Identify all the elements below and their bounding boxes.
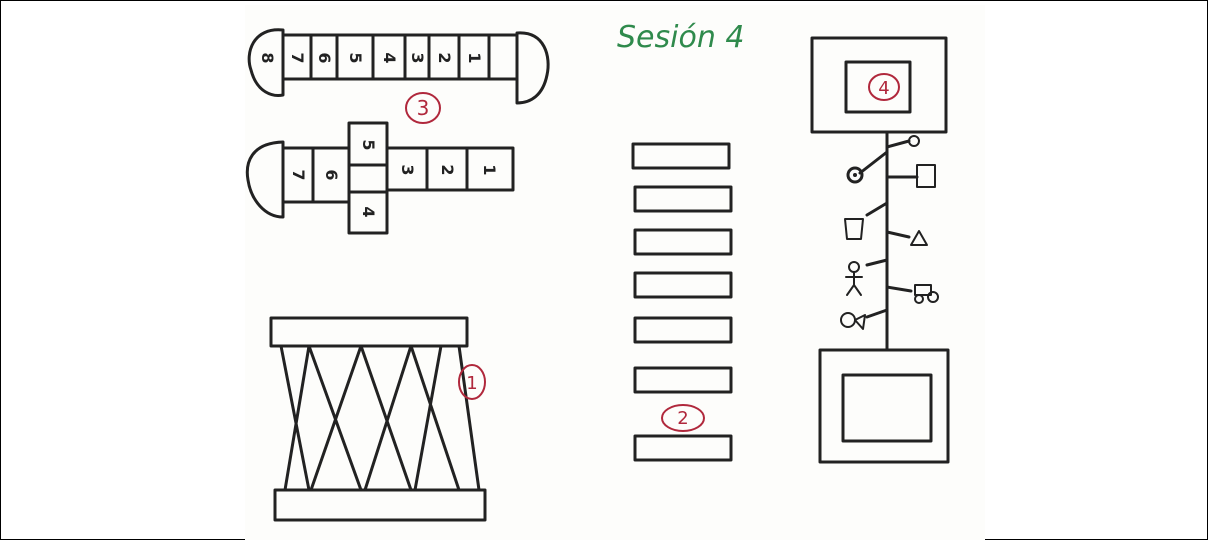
marker-3: 3	[417, 96, 430, 120]
hopscotch-cross-cap	[245, 140, 285, 219]
hop-cross-number: 5	[359, 139, 378, 150]
rung-ladder: 2	[631, 142, 733, 462]
marker-1-circle	[458, 364, 486, 400]
hop-cell-number: 6	[315, 52, 334, 63]
hopscotch-linear-body	[281, 33, 519, 81]
frame-top-bar	[269, 316, 469, 348]
marker-3-circle	[405, 92, 441, 124]
hop-cell-number: 7	[288, 52, 307, 63]
frame-bottom-bar	[273, 488, 487, 522]
hop-cross-number: 1	[480, 164, 499, 175]
rung	[633, 228, 733, 256]
hop-cell-number: 5	[346, 52, 365, 63]
hop-cell-number: 3	[408, 52, 427, 63]
session-title: Sesión 4	[617, 20, 744, 55]
hop-cross-number: 3	[398, 164, 417, 175]
ring-icon	[846, 166, 864, 184]
bottom-platform-inner	[841, 373, 933, 443]
hopscotch-cross: 7 6 5 3 4 2 1	[245, 121, 515, 235]
top-platform	[810, 36, 948, 134]
rung	[633, 434, 733, 462]
hopscotch-right-cap	[515, 31, 550, 105]
hop-cell-number: 8	[258, 52, 277, 63]
hop-cross-number: 4	[359, 206, 378, 217]
hopscotch-cross-right	[385, 146, 515, 192]
rung	[633, 316, 733, 344]
sketch-drawing: Sesión 4 8 7 6 5 4 3 2 1 3 7	[245, 20, 950, 522]
marker-1: 1	[466, 373, 477, 394]
hopscotch-linear: 8 7 6 5 4 3 2 1 3	[247, 28, 550, 124]
crossed-rope-frame: 1	[269, 316, 487, 522]
rung	[633, 185, 733, 213]
box-icon	[916, 164, 936, 188]
bucket-icon	[844, 218, 864, 240]
rung	[633, 366, 733, 394]
sketch-sheet: Sesión 4 8 7 6 5 4 3 2 1 3 7	[245, 5, 985, 540]
hop-cell-number: 1	[465, 52, 484, 63]
tractor-icon	[914, 284, 939, 304]
marker-4: 4	[878, 78, 889, 99]
marker-2-circle	[661, 404, 705, 432]
ring-icon	[908, 135, 920, 147]
hop-cross-number: 6	[322, 169, 341, 180]
face-icon	[840, 312, 866, 330]
rung	[631, 142, 731, 170]
hopscotch-left-cap	[247, 28, 285, 97]
platform-station: 4	[810, 36, 950, 464]
hop-cell-number: 4	[380, 52, 399, 63]
bottom-platform	[818, 348, 950, 464]
marker-2: 2	[677, 408, 688, 429]
hop-cell-number: 2	[435, 52, 454, 63]
triangle-icon	[910, 230, 928, 246]
hop-cross-number: 7	[289, 169, 308, 180]
stick-figure-icon	[845, 261, 863, 296]
marker-4-circle	[868, 73, 900, 101]
top-platform-inner	[844, 60, 912, 114]
hop-cross-number: 2	[438, 164, 457, 175]
rung	[633, 271, 733, 299]
